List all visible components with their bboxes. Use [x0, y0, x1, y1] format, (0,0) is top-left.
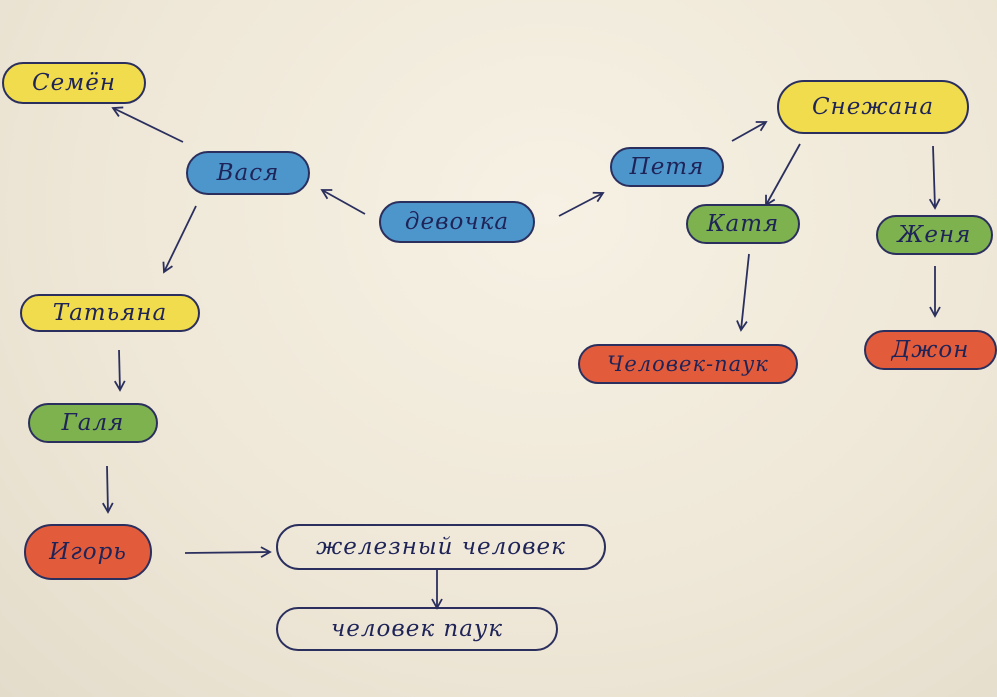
node-galya: Галя — [28, 403, 158, 443]
arrow-petya-snezhana — [731, 121, 768, 142]
arrow-vasya-tatyana — [162, 205, 197, 274]
node-semyon: Семён — [2, 62, 146, 104]
node-zhenya: Женя — [876, 215, 993, 255]
arrow-katya-chelovek-pauk — [736, 253, 750, 332]
node-devochka: девочка — [379, 201, 535, 243]
node-tatyana: Татьяна — [20, 294, 200, 332]
node-chelovek-pauk-1: Человек-паук — [578, 344, 798, 384]
arrow-galya-igor — [102, 465, 114, 514]
node-igor: Игорь — [24, 524, 152, 580]
node-dzhon: Джон — [864, 330, 997, 370]
node-vasya: Вася — [186, 151, 310, 195]
arrow-devochka-vasya — [320, 189, 366, 215]
arrow-devochka-petya — [558, 191, 605, 217]
node-petya: Петя — [610, 147, 724, 187]
arrow-igor-zhelezny — [184, 546, 272, 558]
arrow-snezhana-katya — [765, 143, 801, 207]
node-katya: Катя — [686, 204, 800, 244]
arrow-vasya-semyon — [111, 106, 184, 143]
arrow-snezhana-zhenya — [928, 145, 941, 210]
node-zhelezny-chelovek: железный человек — [276, 524, 606, 570]
node-chelovek-pauk-2: человек паук — [276, 607, 558, 651]
node-snezhana: Снежана — [777, 80, 969, 134]
arrow-tatyana-galya — [114, 349, 126, 392]
